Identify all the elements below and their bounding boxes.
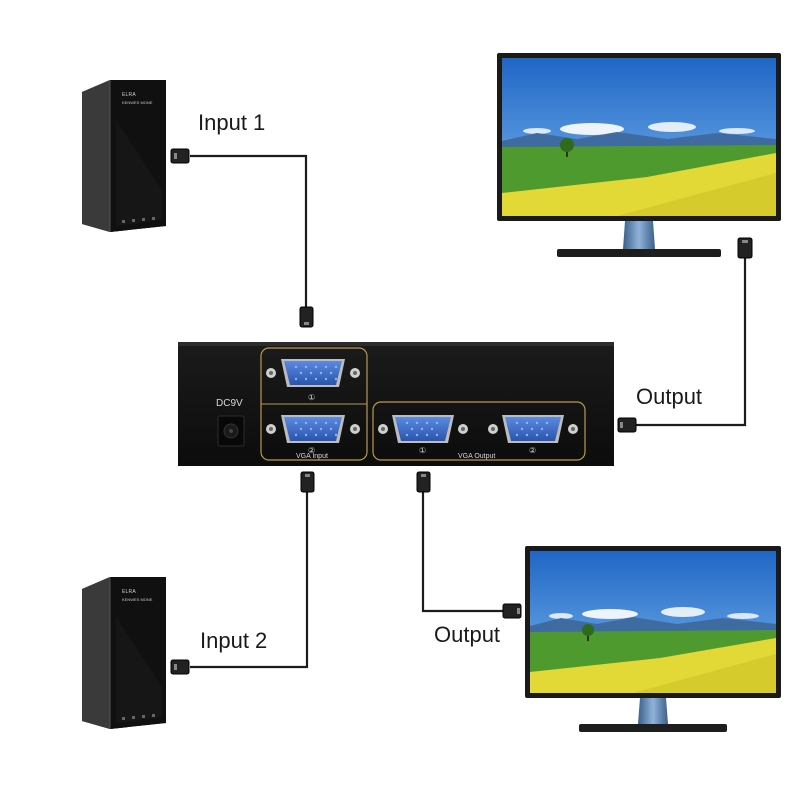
cable-output-right [636,256,747,427]
plug-input-2-pc [170,659,190,675]
plug-output-bottom-monitor [502,603,522,619]
plug-output-right-switch [617,417,637,433]
plug-output-bottom-switch [416,471,431,493]
pc-tower-1-shape [82,80,166,232]
monitor-bottom-shape [525,546,781,732]
vga-input-label: VGA Input [296,453,328,460]
vga-splitter-shape [178,342,614,466]
port-number-in1: ① [308,393,316,402]
pc-tower-2-model: KENWES MONE [122,597,153,602]
pc-tower-2: ELRA KENWES MONE [82,577,166,729]
vga-splitter-box: DC9V ① ② ① ② VGA Input VGA Output [178,342,614,466]
cable-input-1 [190,154,308,308]
monitor-top [497,53,781,261]
cable-output-bottom [421,488,505,613]
label-input-2: Input 2 [200,628,268,653]
plug-input-2-switch [300,471,315,493]
dc-power-label: DC9V [216,398,243,409]
cable-input-2 [190,488,309,669]
port-number-out2: ② [529,446,537,455]
monitor-bottom [525,546,781,736]
vga-port-input-2 [266,415,360,443]
pc-tower-1-brand: ELRA [122,92,136,98]
vga-output-label: VGA Output [458,453,496,460]
label-input-1: Input 1 [198,110,266,135]
pc-tower-1-model: KENWES MONE [122,100,153,105]
port-number-out1: ① [419,446,427,455]
monitor-top-shape [497,53,781,257]
plug-output-right-monitor [737,237,753,259]
plug-input-1-pc [170,148,190,164]
pc-tower-1: ELRA KENWES MONE [82,80,166,232]
port-number-in2: ② [308,446,316,455]
label-output-right: Output [636,384,703,409]
plug-input-1-switch [299,306,314,328]
vga-port-input-1 [266,359,360,387]
label-output-bottom: Output [434,622,501,647]
pc-tower-2-brand: ELRA [122,589,136,595]
pc-tower-2-shape [82,577,166,729]
